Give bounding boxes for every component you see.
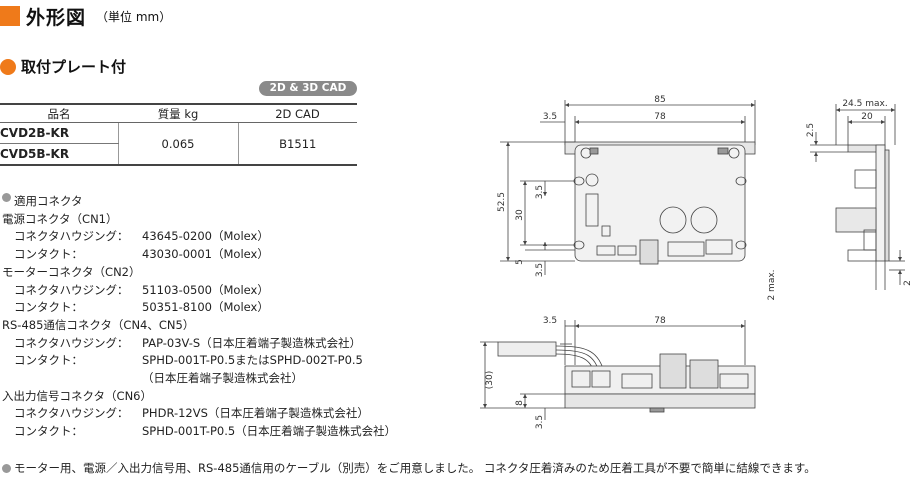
model-name-1: CVD2B-KR [0,122,118,144]
connector-value: PAP-03V-S（日本圧着端子製造株式会社） [142,335,362,350]
connector-group: RS-485通信コネクタ（CN4、CN5） [2,317,195,332]
dim-3-5: 3.5 [543,112,557,122]
dim-bottom-78: 78 [654,316,666,326]
table-header-row: 品名 質量 kg 2D CAD [0,103,357,123]
connector-value: SPHD-001T-P0.5（日本圧着端子製造株式会社） [142,424,397,439]
cable-note: モーター用、電源／入出力信号用、RS-485通信用のケーブル（別売）をご用意しま… [2,460,816,476]
list-item: コンタクト： 43030-0001（Molex） [2,246,396,264]
section-dot-icon [0,58,16,75]
list-item: コンタクト： 50351-8100（Molex） [2,299,396,317]
list-item: コンタクト： SPHD-001T-P0.5またはSPHD-002T-P0.5 [2,352,396,370]
side-view [810,104,905,290]
dim-2-5: 2.5 [806,123,816,137]
connector-list: 適用コネクタ 電源コネクタ（CN1） コネクタハウジング： 43645-0200（M… [2,193,396,441]
list-item: 入出力信号コネクタ（CN6） [2,388,396,406]
connector-value: 50351-8100（Molex） [142,300,269,315]
dim-30: 30 [515,209,525,221]
list-item: モーターコネクタ（CN2） [2,264,396,282]
bullet-dot-icon [2,464,11,473]
dim-30-paren: (30) [485,371,495,389]
connector-group: 電源コネクタ（CN1） [2,211,118,226]
list-item: コネクタハウジング： PAP-03V-S（日本圧着端子製造株式会社） [2,335,396,353]
connector-label: コネクタハウジング： [14,406,129,421]
cad-badge[interactable]: 2D & 3D CAD [259,81,357,96]
connector-group: モーターコネクタ（CN2） [2,264,141,279]
section-title: 取付プレート付 [21,58,127,76]
connector-label: コンタクト： [14,424,83,439]
connector-group: 入出力信号コネクタ（CN6） [2,388,152,403]
list-item: RS-485通信コネクタ（CN4、CN5） [2,317,396,335]
dim-3-5-upper: 3.5 [535,185,545,199]
cable-note-text: モーター用、電源／入出力信号用、RS-485通信用のケーブル（別売）をご用意しま… [14,461,816,475]
dim-bottom-3-5: 3.5 [543,316,557,326]
mass-value: 0.065 [117,122,238,166]
cad-value[interactable]: B1511 [237,122,357,166]
dim-78: 78 [654,112,666,122]
bullet-dot-icon [2,193,11,202]
connector-value: （日本圧着端子製造株式会社） [142,371,303,386]
dim-8: 8 [515,400,525,406]
front-view [500,100,756,275]
list-item: コネクタハウジング： 51103-0500（Molex） [2,282,396,300]
list-item: （日本圧着端子製造株式会社） [2,370,396,388]
dim-2-max: 2 max. [767,269,777,300]
dim-5: 5 [515,259,525,265]
connector-value: SPHD-001T-P0.5またはSPHD-002T-P0.5 [142,353,363,368]
col-header-cad: 2D CAD [238,103,357,123]
list-item: コンタクト： SPHD-001T-P0.5（日本圧着端子製造株式会社） [2,423,396,441]
connector-title: 適用コネクタ [2,193,396,211]
unit-label: （単位 mm） [96,9,172,24]
dim-2: 2 [903,280,913,286]
connector-label [14,370,142,388]
list-item: 電源コネクタ（CN1） [2,211,396,229]
page-header: 外形図 （単位 mm） [0,4,172,29]
connector-value: 51103-0500（Molex） [142,282,269,297]
dim-24-5-max: 24.5 max. [842,99,887,109]
connector-value: 43645-0200（Molex） [142,229,269,244]
connector-label: コネクタハウジング： [14,229,129,244]
connector-label: コネクタハウジング： [14,335,129,350]
list-item: コネクタハウジング： PHDR-12VS（日本圧着端子製造株式会社） [2,405,396,423]
connector-label: コンタクト： [14,353,83,368]
header-square-icon [0,6,20,26]
spec-table: 品名 質量 kg 2D CAD CVD2B-KR 0.065 B1511 CVD… [0,103,357,166]
connector-label: コンタクト： [14,300,83,315]
connector-items: 電源コネクタ（CN1） コネクタハウジング： 43645-0200（Molex） コン… [2,211,396,441]
dim-bottom-3-5-lower: 3.5 [535,415,545,429]
col-header-name: 品名 [0,103,118,123]
bottom-view [480,320,756,420]
list-item: コネクタハウジング： 43645-0200（Molex） [2,228,396,246]
section-header: 取付プレート付 [0,56,126,77]
dim-85: 85 [654,95,665,105]
dim-52-5: 52.5 [497,192,507,212]
table-row: CVD5B-KR [0,143,357,166]
connector-label: コネクタハウジング： [14,282,129,297]
dim-20: 20 [861,112,873,122]
connector-label: コンタクト： [14,247,83,262]
model-name-2: CVD5B-KR [0,143,118,166]
connector-value: PHDR-12VS（日本圧着端子製造株式会社） [142,406,369,421]
table-row: CVD2B-KR 0.065 B1511 [0,122,357,166]
page-title: 外形図 [26,6,87,29]
connector-value: 43030-0001（Molex） [142,247,269,262]
dimension-drawing: 85 78 3.5 52.5 30 3.5 5 3.5 24.5 max. 20… [480,95,913,429]
col-header-mass: 質量 kg [118,103,238,123]
dim-3-5-lower: 3.5 [535,263,545,277]
